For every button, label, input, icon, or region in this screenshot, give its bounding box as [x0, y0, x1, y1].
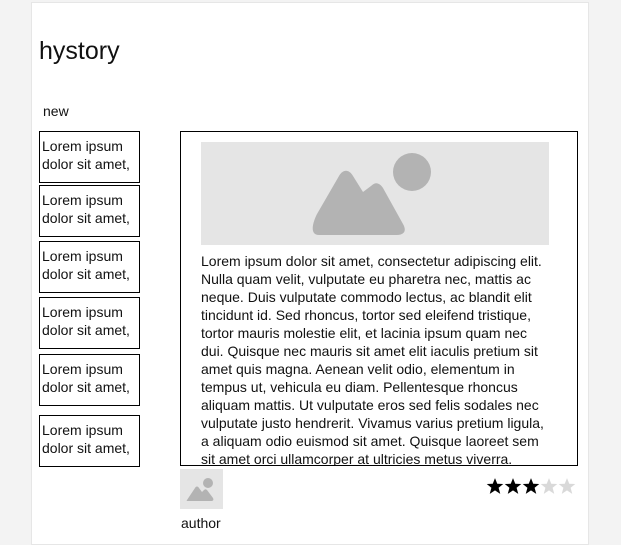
star-empty-icon[interactable]	[558, 476, 576, 496]
new-section-label: new	[43, 103, 69, 119]
author-avatar	[180, 469, 223, 509]
story-card-text: Lorem ipsum dolor sit amet,	[42, 304, 130, 338]
author-name: author	[181, 515, 221, 531]
story-card-text: Lorem ipsum dolor sit amet,	[42, 422, 130, 456]
image-placeholder-icon	[312, 153, 431, 235]
story-card-text: Lorem ipsum dolor sit amet,	[42, 138, 130, 172]
story-card[interactable]: Lorem ipsum dolor sit amet,	[39, 354, 140, 406]
star-empty-icon[interactable]	[540, 476, 558, 496]
story-card[interactable]: Lorem ipsum dolor sit amet,	[39, 297, 140, 349]
star-rating[interactable]	[486, 476, 576, 496]
star-filled-icon[interactable]	[504, 476, 522, 496]
star-filled-icon[interactable]	[486, 476, 504, 496]
article-body: Lorem ipsum dolor sit amet, consectetur …	[201, 253, 544, 466]
story-card-text: Lorem ipsum dolor sit amet,	[42, 192, 130, 226]
story-card[interactable]: Lorem ipsum dolor sit amet,	[39, 131, 140, 183]
page-title: hystory	[39, 37, 120, 65]
article-panel[interactable]: Lorem ipsum dolor sit amet, consectetur …	[180, 131, 578, 466]
star-filled-icon[interactable]	[522, 476, 540, 496]
story-card[interactable]: Lorem ipsum dolor sit amet,	[39, 415, 140, 467]
article-image	[201, 142, 549, 245]
story-card-text: Lorem ipsum dolor sit amet,	[42, 248, 130, 282]
story-card-text: Lorem ipsum dolor sit amet,	[42, 361, 130, 395]
story-card[interactable]: Lorem ipsum dolor sit amet,	[39, 241, 140, 293]
image-placeholder-icon	[186, 478, 214, 501]
story-card[interactable]: Lorem ipsum dolor sit amet,	[39, 185, 140, 237]
